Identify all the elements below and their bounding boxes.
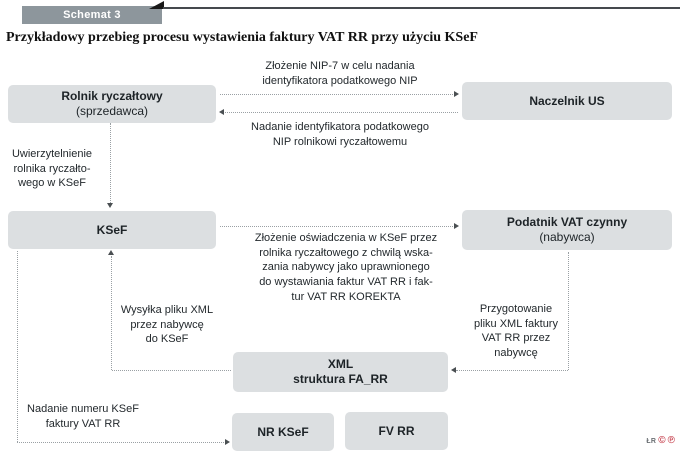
label-uwierzytelnienie: Uwierzytelnienie rolnika ryczałto- wego … — [2, 147, 102, 191]
footer-credit: ŁR © ℗ — [646, 436, 675, 446]
label-line: nabywcę — [494, 346, 538, 359]
arrowhead-left-xml — [451, 367, 456, 373]
connector-ksef-to-podatnik — [220, 226, 455, 227]
arrowhead-left-rolnik — [219, 109, 224, 115]
node-naczelnik-us: Naczelnik US — [462, 82, 672, 120]
arrowhead-right-nr-ksef — [225, 439, 230, 445]
node-rolnik-ryczaltowy: Rolnik ryczałtowy (sprzedawca) — [8, 85, 216, 123]
node-fv-rr-title: FV RR — [378, 423, 415, 438]
connector-ksef-down — [17, 251, 18, 442]
label-line: tur VAT RR KOREKTA — [291, 290, 401, 303]
connector-xml-left — [112, 370, 231, 371]
label-przygotowanie-xml: Przygotowanie pliku XML faktury VAT RR p… — [462, 302, 570, 361]
label-line: Wysyłka pliku XML — [120, 304, 214, 316]
node-rolnik-title: Rolnik ryczałtowy — [61, 89, 163, 103]
label-line: przez nabywcę — [130, 318, 204, 331]
node-fv-rr: FV RR — [345, 412, 448, 450]
copyright-icon: © — [658, 435, 666, 446]
label-wysylka-xml: Wysyłka pliku XML przez nabywcę do KSeF — [113, 303, 221, 347]
arrowhead-up-ksef — [108, 250, 114, 255]
connector-rolnik-to-ksef — [110, 123, 111, 205]
node-podatnik-title: Podatnik VAT czynny — [506, 215, 628, 229]
label-zlozenie-nip7: Złożenie NIP-7 w celu nadania identyfika… — [230, 59, 450, 88]
node-nr-ksef-title: NR KSeF — [257, 424, 309, 439]
label-line: Nadanie identyfikatora podatkowego — [251, 121, 429, 133]
node-ksef: KSeF — [8, 211, 216, 249]
connector-podatnik-down — [568, 252, 569, 370]
label-line: identyfikatora podatkowego NIP — [262, 74, 418, 87]
label-line: Złożenie NIP-7 w celu nadania — [265, 60, 415, 72]
node-xml-struktura-fa-rr: XML struktura FA_RR — [233, 352, 448, 392]
label-line: do KSeF — [145, 333, 189, 346]
label-line: pliku XML faktury — [474, 317, 558, 330]
connector-ksef-to-nr-ksef — [17, 442, 226, 443]
connector-naczelnik-to-rolnik — [225, 112, 458, 113]
label-line: Przygotowanie — [479, 303, 553, 315]
label-line: rolnika ryczałto- — [13, 162, 91, 175]
arrowhead-right-podatnik — [454, 223, 459, 229]
label-line: Uwierzytelnienie — [11, 148, 93, 160]
connector-xml-to-ksef — [111, 256, 112, 370]
node-podatnik-subtitle: (nabywca) — [539, 230, 595, 244]
page-title: Przykładowy przebieg procesu wystawienia… — [6, 30, 478, 45]
label-line: NIP rolnikowi ryczałtowemu — [272, 135, 408, 148]
node-nr-ksef: NR KSeF — [232, 413, 334, 451]
label-nadanie-identyfikatora: Nadanie identyfikatora podatkowego NIP r… — [225, 120, 455, 149]
node-rolnik-subtitle: (sprzedawca) — [75, 104, 149, 118]
header-rule — [163, 7, 680, 9]
label-line: Nadanie numeru KSeF — [27, 403, 139, 415]
arrowhead-right-naczelnik — [454, 91, 459, 97]
label-line: faktury VAT RR — [45, 417, 121, 430]
label-oswiadczenie: Złożenie oświadczenia w KSeF przez rolni… — [237, 231, 455, 304]
node-naczelnik-title: Naczelnik US — [529, 93, 605, 108]
label-line: zania nabywcy jako uprawnionego — [262, 261, 430, 274]
label-line: wego w KSeF — [18, 177, 86, 190]
schemat-tab: Schemat 3 — [22, 6, 162, 24]
label-line: rolnika ryczałtowego z chwilą wska- — [259, 246, 433, 259]
schemat-tab-label: Schemat 3 — [63, 9, 121, 21]
label-line: do wystawiania faktur VAT RR i fak- — [259, 275, 433, 288]
phonogram-icon: ℗ — [667, 435, 675, 446]
connector-podatnik-to-xml — [456, 370, 568, 371]
node-podatnik-vat-czynny: Podatnik VAT czynny (nabywca) — [462, 210, 672, 250]
node-xml-subtitle: struktura FA_RR — [293, 372, 388, 386]
arrowhead-down-ksef — [107, 203, 113, 208]
label-line: VAT RR przez — [481, 332, 551, 345]
node-xml-title: XML — [327, 357, 354, 371]
tab-corner-decoration — [149, 1, 164, 9]
label-line: Złożenie oświadczenia w KSeF przez — [254, 232, 438, 244]
node-ksef-title: KSeF — [96, 222, 128, 237]
label-nadanie-numeru-ksef: Nadanie numeru KSeF faktury VAT RR — [10, 402, 156, 431]
author-initials: ŁR — [646, 437, 657, 445]
connector-rolnik-to-naczelnik — [220, 94, 455, 95]
